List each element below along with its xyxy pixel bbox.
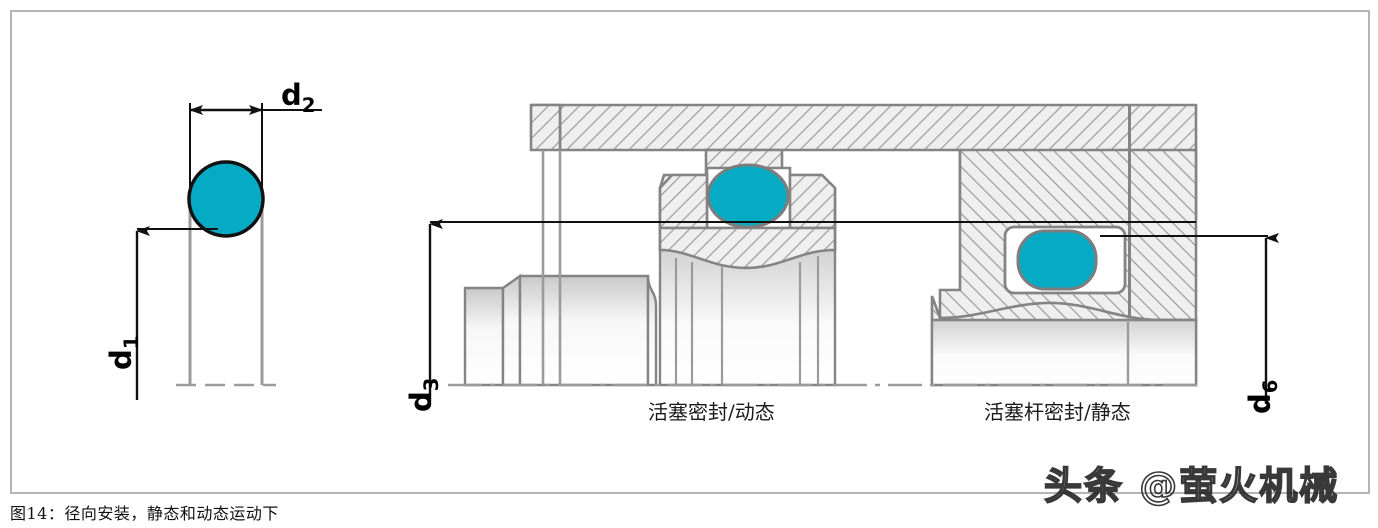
rod-right-shaft (930, 318, 1198, 387)
dimension-label-d6: d6 (1243, 379, 1282, 414)
free-oring-group (135, 103, 322, 400)
piston-shaft-left-chamfer (501, 273, 522, 387)
cylinder-top-wall-left-chamfer (529, 103, 562, 152)
piston-jaw-right (788, 173, 837, 230)
piston-undercut (646, 275, 658, 387)
piston-body-main (518, 274, 650, 387)
rod-seal-oring (1016, 229, 1098, 291)
oring-cross-section (187, 160, 265, 238)
piston-jaw-left (658, 173, 709, 230)
dimension-label-d3: d3 (404, 377, 443, 412)
watermark: 头条 @萤火机械 (1043, 463, 1340, 509)
piston-seal-oring (706, 163, 790, 229)
rod-seal-label: 活塞杆密封/静态 (984, 400, 1131, 424)
rod-housing-joint (1128, 105, 1131, 320)
cylinder-assembly-group (428, 103, 1279, 404)
dimension-label-d2: d2 (281, 78, 316, 117)
figure-caption: 图14：径向安装，静态和动态运动下 (10, 504, 279, 523)
piston-land-body (658, 248, 837, 387)
piston-shaft-left (463, 286, 505, 387)
piston-seal-label: 活塞密封/动态 (648, 400, 775, 424)
dimension-label-d1: d1 (104, 335, 143, 370)
